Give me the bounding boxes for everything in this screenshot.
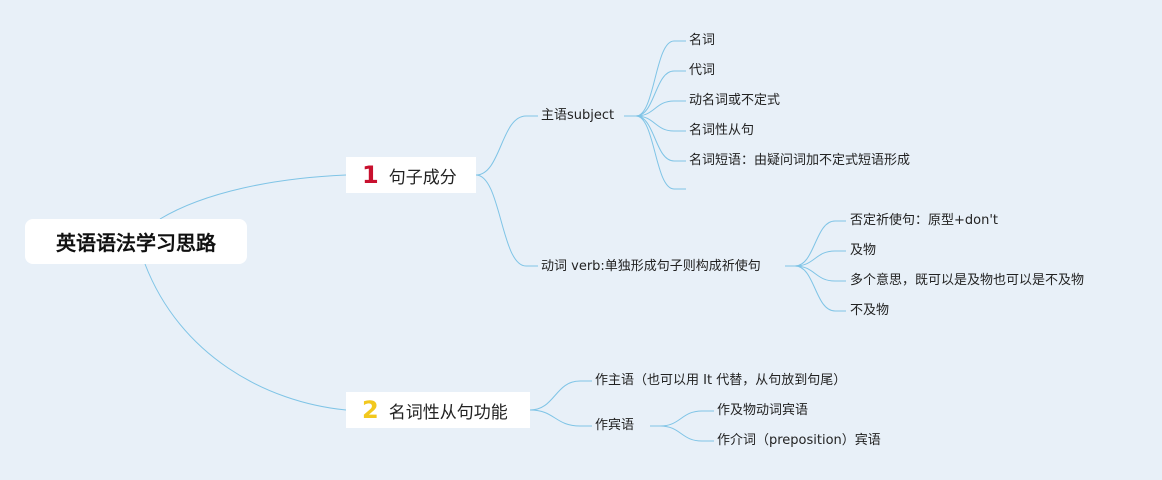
root-node-label: 英语语法学习思路 [56,231,216,255]
topic-as-object[interactable]: 作宾语 [595,418,635,433]
subject-item-noun[interactable]: 名词 [689,33,716,48]
connector-subject-leaf-0 [635,40,675,117]
connector-root-branch1 [159,174,347,220]
topic-verb[interactable]: 动词 verb:单独形成句子则构成祈使句 [541,259,761,274]
verb-item-transitive[interactable]: 及物 [850,243,877,258]
topic-as-subject[interactable]: 作主语（也可以用 It 代替，从句放到句尾） [595,373,847,388]
connector-object-leaf-0 [659,410,703,427]
number-1-icon: 1 [362,161,379,189]
topic-subject[interactable]: 主语subject [541,108,615,123]
verb-item-negative-imperative[interactable]: 否定祈使句：原型+don't [850,213,999,228]
subject-item-noun-phrase[interactable]: 名词短语：由疑问词加不定式短语形成 [689,153,911,168]
connector-subject-leaf-2 [635,100,675,117]
object-item-transitive-verb[interactable]: 作及物动词宾语 [717,403,809,418]
subject-item-pronoun[interactable]: 代词 [689,63,716,78]
branch-node-sentence-components[interactable]: 1 句子成分 [346,157,476,193]
connector-verb-leaf-1 [794,250,836,267]
branch-node-noun-clause-function[interactable]: 2 名词性从句功能 [346,392,530,428]
connector-root-branch2 [144,263,347,411]
connector-object-leaf-1 [659,425,703,442]
branch-label: 名词性从句功能 [388,402,508,423]
subject-item-gerund-infinitive[interactable]: 动名词或不定式 [689,93,781,108]
connector-branch2-as-subject [529,380,581,411]
object-item-preposition[interactable]: 作介词（preposition）宾语 [717,433,881,448]
connector-verb-leaf-2 [794,265,836,282]
number-2-icon: 2 [362,396,379,424]
connector-branch1-verb [475,174,527,267]
connector-subject-leaf-1 [635,70,675,117]
subject-item-noun-clause[interactable]: 名词性从句 [689,123,755,138]
connector-verb-leaf-3 [794,265,836,312]
verb-item-both[interactable]: 多个意思，既可以是及物也可以是不及物 [850,273,1085,288]
root-node[interactable]: 英语语法学习思路 [25,219,247,264]
connector-branch1-subject [475,115,527,176]
connector-subject-leaf-4 [635,115,675,162]
branch-label: 句子成分 [388,167,457,188]
verb-item-intransitive[interactable]: 不及物 [850,303,890,318]
connector-verb-leaf-0 [794,220,836,267]
connector-branch2-as-object [529,409,581,427]
connector-subject-leaf-5 [635,115,675,190]
